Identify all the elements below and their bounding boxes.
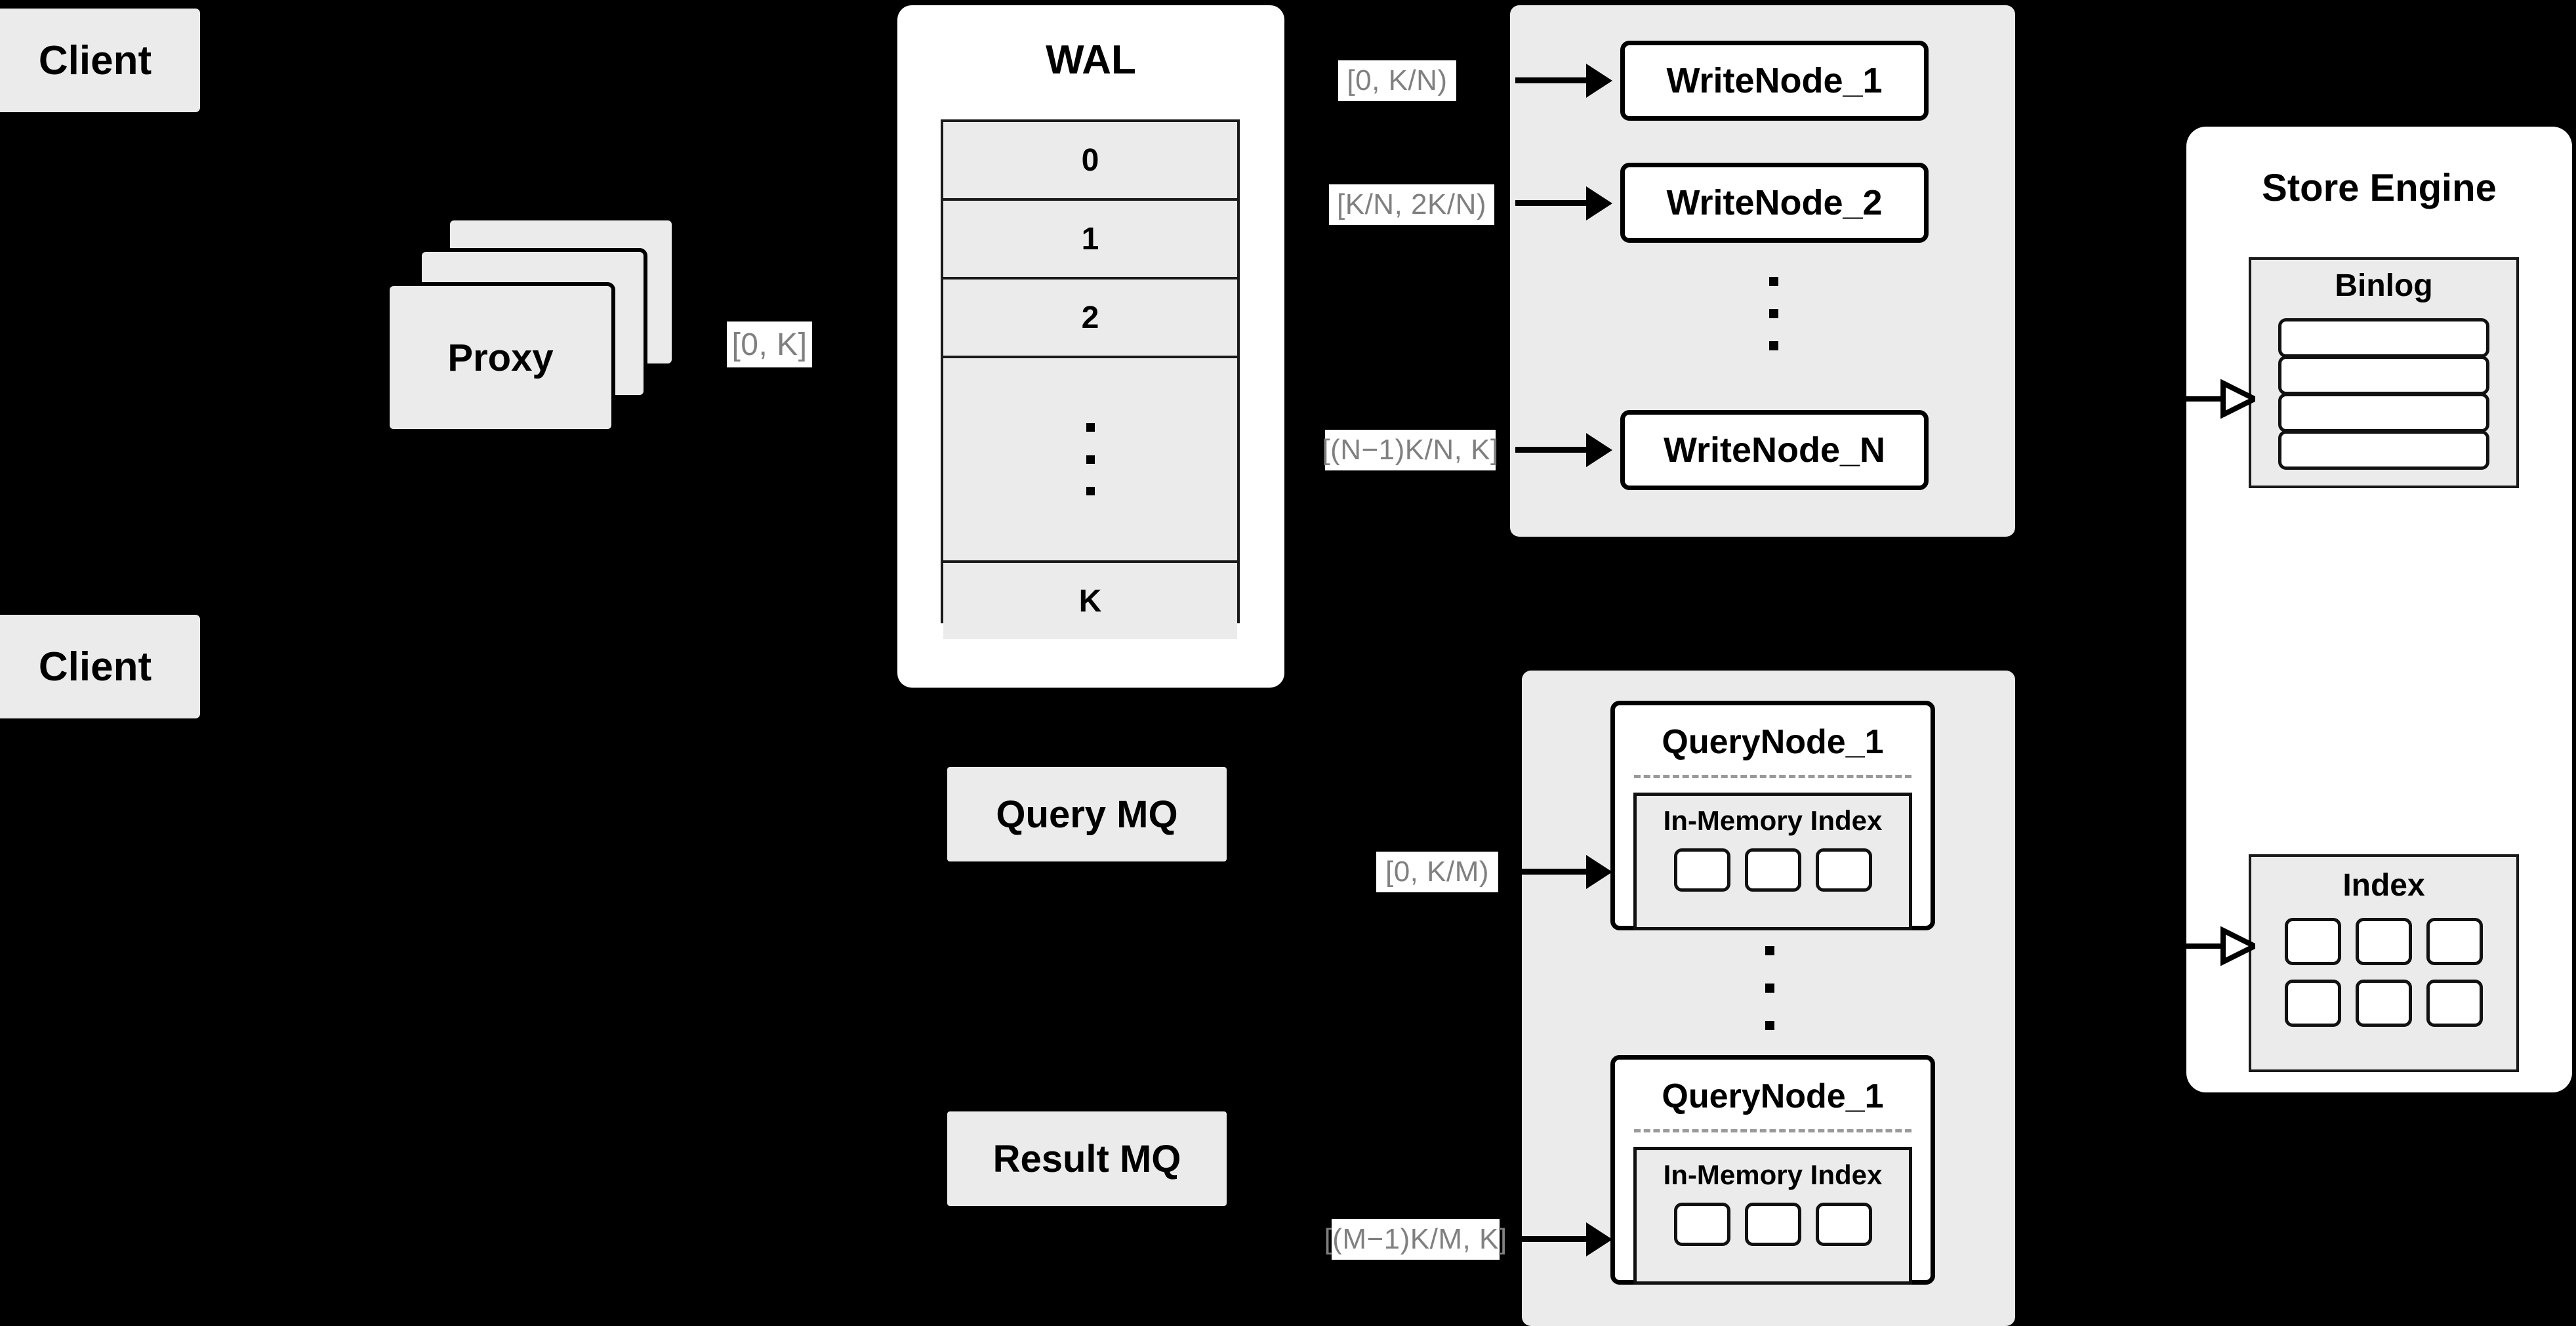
write-node-n-label: WriteNode_N bbox=[1663, 430, 1886, 470]
result-mq-label: Result MQ bbox=[992, 1137, 1181, 1180]
wal-row-1-label: 1 bbox=[1081, 221, 1099, 257]
query-node-1-index-cells bbox=[1673, 848, 1872, 892]
edge-label-writenode-1-text: [0, K/N) bbox=[1347, 64, 1448, 96]
wal-row-2-label: 2 bbox=[1081, 300, 1099, 335]
query-group-ellipsis-icon bbox=[1763, 946, 1776, 1030]
arrow-head-writenode-n bbox=[1586, 433, 1612, 467]
query-node-2-in-memory-index: In-Memory Index bbox=[1633, 1147, 1912, 1285]
index-cell[interactable] bbox=[2356, 980, 2412, 1027]
edge-label-writenode-1: [0, K/N) bbox=[1338, 60, 1456, 101]
arrow-head-writenode-2 bbox=[1586, 186, 1612, 220]
wal-table: 0 1 2 K bbox=[941, 119, 1240, 639]
query-node-2-index-cell[interactable] bbox=[1744, 1203, 1801, 1246]
wal-title: WAL bbox=[1046, 37, 1136, 83]
query-mq-label: Query MQ bbox=[996, 793, 1178, 836]
query-node-1-title: QueryNode_1 bbox=[1662, 723, 1884, 761]
arrow-line-querynode-1 bbox=[1509, 869, 1587, 875]
binlog-title: Binlog bbox=[2335, 268, 2433, 303]
index-title: Index bbox=[2342, 868, 2425, 903]
edge-label-writenode-n-text: [(N−1)K/N, K] bbox=[1322, 434, 1499, 466]
query-node-2-index-cells bbox=[1673, 1203, 1872, 1246]
binlog-bar[interactable] bbox=[2278, 318, 2489, 358]
edge-label-proxy-to-wal: [0, K] bbox=[727, 321, 812, 367]
wal-row-2: 2 bbox=[943, 280, 1237, 358]
edge-label-querynode-m: [(M−1)K/M, K] bbox=[1324, 1219, 1507, 1260]
client-node-2[interactable]: Client bbox=[0, 611, 203, 722]
proxy-node[interactable]: Proxy bbox=[386, 282, 615, 433]
index-panel: Index bbox=[2249, 854, 2519, 1072]
edge-label-writenode-2: [K/N, 2K/N) bbox=[1329, 184, 1494, 225]
edge-label-querynode-1-text: [0, K/M) bbox=[1385, 856, 1490, 888]
query-node-2-index-cell[interactable] bbox=[1673, 1203, 1730, 1246]
client-node-1-label: Client bbox=[38, 37, 152, 83]
query-node-1-in-memory-index: In-Memory Index bbox=[1633, 793, 1912, 930]
arrow-line-querynode-m bbox=[1509, 1236, 1587, 1242]
write-node-1-label: WriteNode_1 bbox=[1666, 61, 1883, 100]
index-cell[interactable] bbox=[2356, 918, 2412, 965]
wal-ellipsis-icon bbox=[1086, 423, 1095, 495]
edge-label-querynode-m-text: [(M−1)K/M, K] bbox=[1324, 1223, 1507, 1255]
query-node-1-index-cell[interactable] bbox=[1673, 848, 1730, 892]
index-cell[interactable] bbox=[2285, 918, 2341, 965]
wal-row-0: 0 bbox=[943, 122, 1237, 201]
arrow-head-writenode-1 bbox=[1586, 64, 1612, 98]
binlog-bar[interactable] bbox=[2278, 356, 2489, 395]
edge-label-querynode-1: [0, K/M) bbox=[1376, 852, 1498, 892]
index-cell[interactable] bbox=[2426, 980, 2483, 1027]
write-node-2[interactable]: WriteNode_2 bbox=[1620, 163, 1929, 243]
query-node-1-index-cell[interactable] bbox=[1815, 848, 1872, 892]
binlog-bars bbox=[2278, 318, 2489, 470]
arrow-line-writenode-2 bbox=[1515, 200, 1587, 206]
arrow-line-writenode-1 bbox=[1515, 77, 1587, 83]
query-node-1-in-memory-index-title: In-Memory Index bbox=[1663, 805, 1883, 836]
arrow-line-writenode-n bbox=[1515, 447, 1587, 453]
write-node-2-label: WriteNode_2 bbox=[1666, 183, 1883, 222]
proxy-label: Proxy bbox=[447, 336, 554, 379]
wal-row-k-label: K bbox=[1078, 583, 1102, 619]
index-cells-grid bbox=[2251, 918, 2516, 1027]
client-node-1[interactable]: Client bbox=[0, 5, 203, 115]
edge-label-proxy-to-wal-text: [0, K] bbox=[731, 327, 808, 362]
arrow-to-binlog bbox=[2186, 379, 2260, 419]
wal-row-k: K bbox=[943, 563, 1237, 639]
write-group-ellipsis-icon bbox=[1767, 277, 1780, 350]
arrow-head-querynode-m bbox=[1586, 1222, 1612, 1256]
query-mq-node[interactable]: Query MQ bbox=[945, 764, 1229, 864]
query-node-2-title: QueryNode_1 bbox=[1662, 1077, 1884, 1115]
store-engine-title: Store Engine bbox=[2262, 167, 2497, 209]
client-node-2-label: Client bbox=[38, 644, 152, 690]
query-node-2-index-cell[interactable] bbox=[1815, 1203, 1872, 1246]
write-node-n[interactable]: WriteNode_N bbox=[1620, 410, 1929, 490]
edge-label-writenode-n: [(N−1)K/N, K] bbox=[1322, 430, 1499, 470]
wal-row-0-label: 0 bbox=[1081, 142, 1099, 178]
index-cell[interactable] bbox=[2426, 918, 2483, 965]
arrow-head-hollow-index-icon bbox=[2186, 926, 2260, 966]
binlog-bar[interactable] bbox=[2278, 430, 2489, 470]
write-node-1[interactable]: WriteNode_1 bbox=[1620, 41, 1929, 121]
wal-row-1: 1 bbox=[943, 201, 1237, 280]
index-cell[interactable] bbox=[2285, 980, 2341, 1027]
wal-row-ellipsis bbox=[943, 358, 1237, 563]
query-node-2-in-memory-index-title: In-Memory Index bbox=[1663, 1159, 1883, 1190]
result-mq-node[interactable]: Result MQ bbox=[945, 1109, 1229, 1209]
binlog-panel: Binlog bbox=[2249, 257, 2519, 488]
query-node-2-divider bbox=[1633, 1129, 1912, 1132]
edge-label-writenode-2-text: [K/N, 2K/N) bbox=[1337, 188, 1486, 220]
binlog-bar[interactable] bbox=[2278, 393, 2489, 432]
query-node-1[interactable]: QueryNode_1 In-Memory Index bbox=[1610, 701, 1935, 930]
arrow-head-querynode-1 bbox=[1586, 855, 1612, 889]
arrow-to-index bbox=[2186, 926, 2260, 966]
query-node-1-index-cell[interactable] bbox=[1744, 848, 1801, 892]
query-node-2[interactable]: QueryNode_1 In-Memory Index bbox=[1610, 1055, 1935, 1285]
query-node-1-divider bbox=[1633, 775, 1912, 778]
arrow-head-hollow-binlog-icon bbox=[2186, 379, 2260, 419]
